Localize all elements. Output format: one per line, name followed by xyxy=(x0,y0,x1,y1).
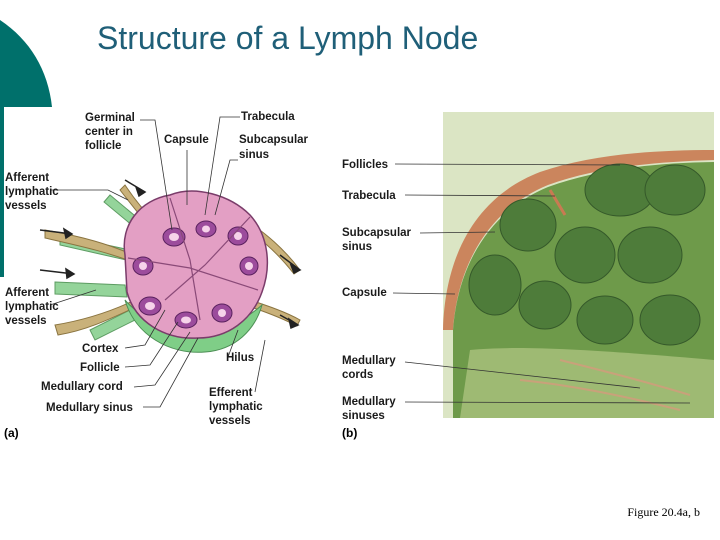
label-medullary-sinuses-line2: sinuses xyxy=(342,410,385,422)
panel-b-leader-lines xyxy=(392,163,691,404)
label-medullary-cord: Medullary cord xyxy=(41,381,123,393)
slide-title: Structure of a Lymph Node xyxy=(97,20,479,56)
label-afferent-bottom-line3: vessels xyxy=(5,315,47,327)
label-capsule-a: Capsule xyxy=(164,134,209,146)
label-subcapsular-sinus-a-line1: Subcapsular xyxy=(239,134,309,146)
label-germinal-center-line3: follicle xyxy=(85,140,121,152)
label-germinal-center-line1: Germinal xyxy=(85,112,135,124)
label-medullary-sinus: Medullary sinus xyxy=(46,402,133,414)
label-afferent-bottom-line1: Afferent xyxy=(5,287,49,299)
label-germinal-center-line2: center in xyxy=(85,126,133,138)
micrograph xyxy=(443,112,714,418)
panel-a-leader-lines xyxy=(49,116,266,408)
label-efferent-line1: Efferent xyxy=(209,387,253,399)
label-follicle: Follicle xyxy=(80,362,120,374)
panel-b-tag: (b) xyxy=(342,426,357,440)
label-medullary-cords-line2: cords xyxy=(342,369,373,381)
label-cortex: Cortex xyxy=(82,343,119,355)
flow-arrows xyxy=(39,179,302,330)
germinal-centers xyxy=(139,225,253,324)
decorative-teal-bar xyxy=(0,107,4,277)
figure-caption: Figure 20.4a, b xyxy=(627,505,700,519)
label-afferent-bottom-line2: lymphatic xyxy=(5,301,59,313)
panel-a-tag: (a) xyxy=(4,426,19,440)
trabeculae xyxy=(127,197,259,321)
label-medullary-sinuses-line1: Medullary xyxy=(342,396,396,408)
label-subcapsular-sinus-b-line1: Subcapsular xyxy=(342,227,412,239)
label-trabecula-b: Trabecula xyxy=(342,190,396,202)
label-afferent-top-line3: vessels xyxy=(5,200,47,212)
label-hilus: Hilus xyxy=(226,352,254,364)
label-medullary-cords-line1: Medullary xyxy=(342,355,396,367)
label-subcapsular-sinus-a-line2: sinus xyxy=(239,149,269,161)
label-efferent-line3: vessels xyxy=(209,415,251,427)
label-afferent-top-line1: Afferent xyxy=(5,172,49,184)
label-afferent-top-line2: lymphatic xyxy=(5,186,59,198)
label-subcapsular-sinus-b-line2: sinus xyxy=(342,241,372,253)
label-capsule-b: Capsule xyxy=(342,287,387,299)
label-trabecula-a: Trabecula xyxy=(241,111,295,123)
lymph-node-illustration xyxy=(39,179,302,353)
label-efferent-line2: lymphatic xyxy=(209,401,263,413)
label-follicles-b: Follicles xyxy=(342,159,388,171)
decorative-teal-shape xyxy=(0,20,52,107)
